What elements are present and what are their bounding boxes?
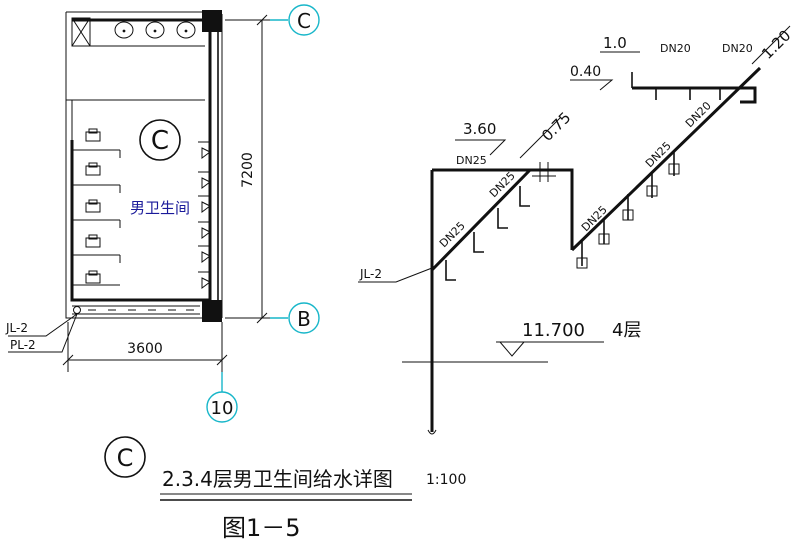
floor-name: 4层 — [612, 320, 641, 341]
elev-10: 1.0 — [603, 34, 627, 52]
mop-sink — [71, 17, 91, 47]
dim-horizontal-3600: 3600 — [127, 341, 163, 357]
iso-label-jl2: JL-2 — [359, 267, 382, 281]
plan-label-pl2: PL-2 — [10, 338, 36, 352]
plan-view: C 男卫生间 7200 C B 3600 10 JL-2 PL-2 — [5, 4, 320, 423]
dn20-c: DN20 — [683, 99, 714, 130]
room-name: 男卫生间 — [130, 199, 190, 217]
elev-120: 1.20 — [758, 26, 794, 62]
branch-left-diagonal — [430, 168, 532, 272]
dn25-top: DN25 — [456, 154, 487, 167]
branch-top — [432, 168, 574, 250]
dim-vertical-7200: 7200 — [240, 152, 256, 188]
elev-040: 0.40 — [570, 64, 601, 80]
riser-jl2-symbol — [73, 306, 81, 314]
washbasins — [114, 21, 196, 39]
title-tag-letter: C — [117, 444, 134, 472]
dn25-b: DN25 — [487, 169, 518, 200]
room-tag-letter: C — [151, 126, 169, 156]
axis-10-label: 10 — [211, 398, 234, 419]
axis-c-bubble — [288, 4, 320, 36]
branch-right-diagonal — [570, 66, 762, 252]
elev-075: 0.75 — [538, 108, 574, 144]
supply-pipe-run — [70, 18, 212, 302]
title-main: 2.3.4层男卫生间给水详图 — [162, 467, 393, 491]
column-top — [202, 10, 222, 32]
urinals — [198, 141, 211, 289]
title-block: C 2.3.4层男卫生间给水详图 1:100 图1－5 — [104, 436, 466, 542]
axis-b-bubble — [288, 302, 320, 334]
axis-10-bubble — [206, 391, 238, 423]
plan-label-jl2: JL-2 — [5, 321, 28, 335]
title-tag-circle — [104, 436, 146, 478]
isometric-view: 3.60 0.75 1.0 0.40 1.20 DN25 DN25 DN25 D… — [358, 25, 794, 435]
dn20-b: DN20 — [722, 42, 753, 55]
elev-360-mark — [455, 139, 507, 156]
dn20-a: DN20 — [660, 42, 691, 55]
title-scale: 1:100 — [426, 472, 466, 488]
room-tag-circle — [139, 119, 181, 161]
dn25-a: DN25 — [437, 219, 468, 250]
figure-number: 图1－5 — [222, 514, 301, 542]
toilet-stalls — [72, 128, 121, 286]
axis-c-label: C — [297, 9, 311, 33]
column-bottom — [202, 300, 222, 322]
elev-360: 3.60 — [463, 120, 496, 138]
axis-b-label: B — [297, 307, 311, 331]
branch-dn20 — [632, 86, 757, 104]
floor-level: 11.700 — [522, 320, 585, 341]
